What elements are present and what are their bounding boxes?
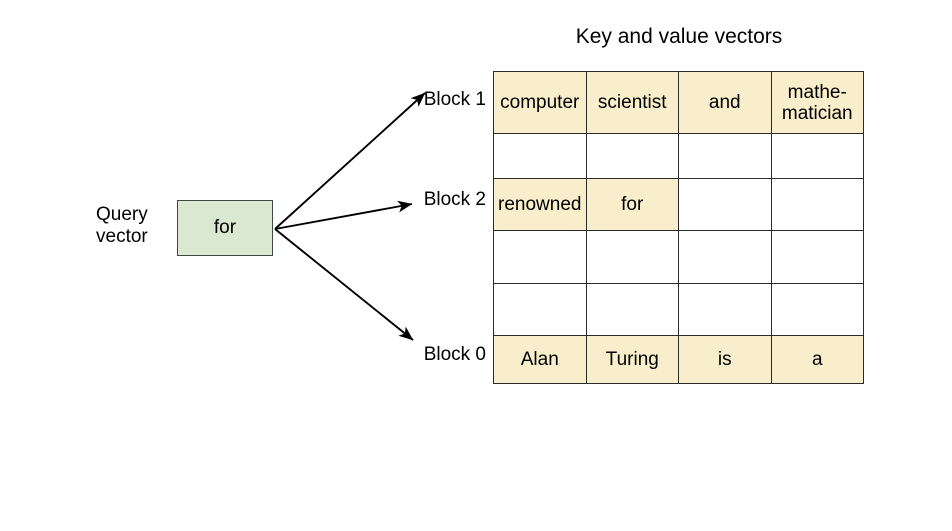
table-cell-empty (585, 230, 679, 284)
block-label-1: Block 1 (423, 89, 486, 110)
table-cell-empty (678, 133, 772, 179)
block-label-0: Block 0 (423, 344, 486, 365)
arrow-to-block-0 (274, 228, 414, 341)
query-vector-label: Query vector (96, 204, 164, 248)
table-cell-empty (770, 178, 864, 231)
table-cell-token: Turing (585, 335, 679, 384)
table-cell-empty (585, 133, 679, 179)
query-vector-label-line2: vector (96, 226, 148, 247)
table-row (493, 230, 864, 284)
table-row (493, 133, 864, 179)
table-row (493, 283, 864, 336)
table-cell-empty (678, 230, 772, 284)
arrow-to-block-1 (274, 92, 426, 230)
table-cell-empty (493, 133, 587, 179)
query-vector-label-line1: Query (96, 204, 148, 225)
table-cell-token: and (678, 71, 772, 134)
table-cell-empty (770, 283, 864, 336)
table-cell-token: scientist (585, 71, 679, 134)
table-cell-token: a (770, 335, 864, 384)
table-cell-token: for (585, 178, 679, 231)
block-label-2: Block 2 (423, 189, 486, 210)
table-cell-empty (678, 283, 772, 336)
table-cell-empty (585, 283, 679, 336)
diagram-title: Key and value vectors (575, 25, 783, 48)
arrow-group (274, 92, 426, 341)
table-cell-token: mathe-matician (770, 71, 864, 134)
table-cell-empty (770, 133, 864, 179)
table-cell-token: Alan (493, 335, 587, 384)
table-cell-empty (678, 178, 772, 231)
table-cell-token: renowned (493, 178, 587, 231)
table-cell-token: is (678, 335, 772, 384)
table-cell-token: computer (493, 71, 587, 134)
table-cell-empty (770, 230, 864, 284)
query-vector-box[interactable]: for (177, 200, 273, 256)
table-cell-empty (493, 230, 587, 284)
table-cell-empty (493, 283, 587, 336)
query-vector-token: for (213, 217, 237, 238)
arrow-to-block-2 (274, 200, 413, 230)
